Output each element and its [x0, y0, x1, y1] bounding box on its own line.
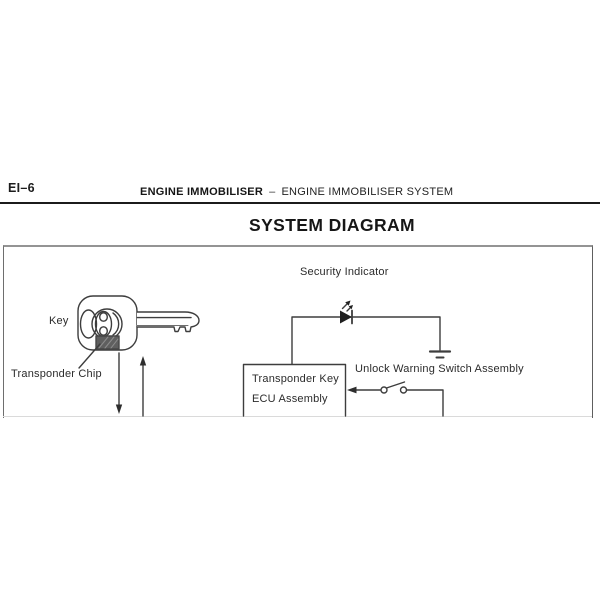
subsection-title: ENGINE IMMOBILISER SYSTEM [281, 186, 454, 198]
diagram-frame [3, 245, 593, 418]
section-separator: – [269, 186, 276, 198]
section-header: ENGINE IMMOBILISER–ENGINE IMMOBILISER SY… [140, 186, 453, 198]
scan-cut-edge [3, 416, 592, 417]
page-number: EI–6 [8, 181, 35, 195]
unlock-warning-switch-label: Unlock Warning Switch Assembly [355, 363, 524, 375]
header-rule [0, 202, 600, 204]
section-title: ENGINE IMMOBILISER [140, 186, 264, 198]
ecu-box-label-line2: ECU Assembly [252, 393, 328, 405]
transponder-chip-label: Transponder Chip [11, 368, 102, 380]
security-indicator-label: Security Indicator [300, 266, 389, 278]
key-label: Key [49, 315, 69, 327]
ecu-box-label-line1: Transponder Key [252, 373, 339, 385]
diagram-title: SYSTEM DIAGRAM [249, 215, 416, 235]
